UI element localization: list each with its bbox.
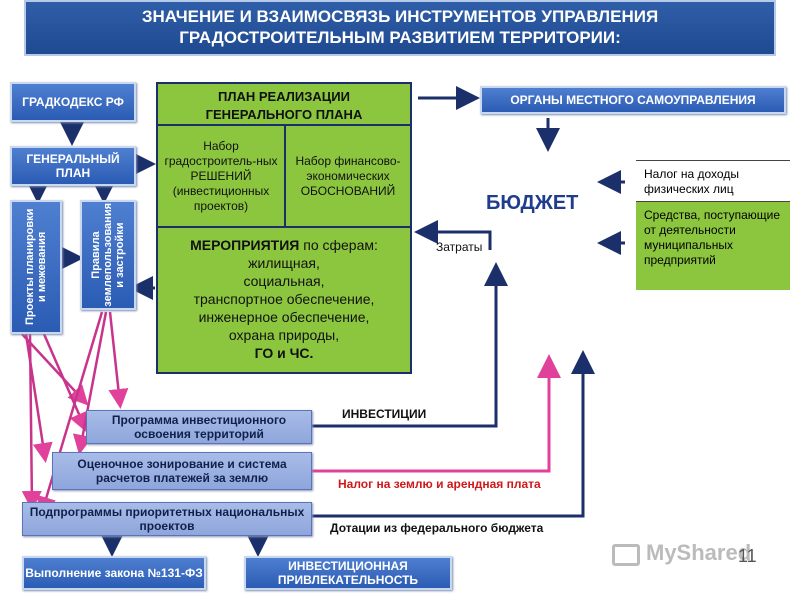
subprograms-box: Подпрограммы приоритетных национальных п…	[22, 502, 312, 536]
attractiveness-box: ИНВЕСТИЦИОННАЯ ПРИВЛЕКАТЕЛЬНОСТЬ	[244, 556, 452, 590]
costs-label: Затраты	[436, 240, 483, 254]
land-tax-label: Налог на землю и арендная плата	[338, 477, 541, 491]
investments-label: ИНВЕСТИЦИИ	[342, 407, 427, 421]
plan-title-box: ПЛАН РЕАЛИЗАЦИИ ГЕНЕРАЛЬНОГО ПЛАНА	[156, 82, 412, 126]
watermark-logo-icon	[612, 544, 640, 566]
measures-box: МЕРОПРИЯТИЯ по сферам: жилищная, социаль…	[156, 226, 412, 374]
page-title: ЗНАЧЕНИЕ И ВЗАИМОСВЯЗЬ ИНСТРУМЕНТОВ УПРА…	[26, 2, 774, 48]
measures-head: МЕРОПРИЯТИЯ	[190, 237, 300, 253]
projects-box: Проекты планировки и межевания	[10, 200, 62, 334]
watermark-text: MyShared	[646, 540, 752, 565]
gradkodeks-box: ГРАДКОДЕКС РФ	[10, 82, 136, 122]
rules-box: Правила землепользования и застройки	[80, 200, 136, 310]
title-line-1: ЗНАЧЕНИЕ И ВЗАИМОСВЯЗЬ ИНСТРУМЕНТОВ УПРА…	[141, 7, 659, 26]
measures-item-1: социальная,	[243, 273, 325, 289]
page-number: 11	[738, 546, 757, 566]
measures-item-0: жилищная,	[248, 255, 320, 271]
title-bar: ЗНАЧЕНИЕ И ВЗАИМОСВЯЗЬ ИНСТРУМЕНТОВ УПРА…	[24, 0, 776, 56]
investment-program-box: Программа инвестиционного освоения терри…	[86, 410, 312, 444]
law-box: Выполнение закона №131-ФЗ	[22, 556, 206, 590]
budget-label: БЮДЖЕТ	[486, 192, 579, 214]
justifications-box: Набор финансово-экономических ОБОСНОВАНИ…	[284, 124, 412, 228]
measures-item-3: инженерное обеспечение,	[198, 309, 370, 325]
title-line-2: ГРАДОСТРОИТЕЛЬНЫМ РАЗВИТИЕМ ТЕРРИТОРИИ:	[179, 28, 621, 47]
measures-heading: МЕРОПРИЯТИЯ по сферам:	[164, 236, 404, 254]
measures-item-5: ГО и ЧС.	[254, 345, 314, 361]
rules-label: Правила землепользования и застройки	[90, 203, 126, 307]
decisions-box: Набор градостроитель-ных РЕШЕНИЙ (инвест…	[156, 124, 286, 228]
zoning-box: Оценочное зонирование и система расчетов…	[52, 452, 312, 490]
projects-label: Проекты планировки и межевания	[24, 208, 48, 326]
measures-item-2: транспортное обеспечение,	[193, 291, 375, 307]
organs-box: ОРГАНЫ МЕСТНОГО САМОУПРАВЛЕНИЯ	[480, 86, 786, 114]
genplan-box: ГЕНЕРАЛЬНЫЙ ПЛАН	[10, 146, 136, 186]
subsidies-label: Дотации из федерального бюджета	[330, 521, 544, 535]
tax-box: Налог на доходы физических лиц	[636, 160, 790, 202]
measures-item-4: охрана природы,	[228, 327, 340, 343]
measures-rest: по сферам:	[299, 237, 378, 253]
funds-box: Средства, поступающие от деятельности му…	[636, 202, 790, 290]
